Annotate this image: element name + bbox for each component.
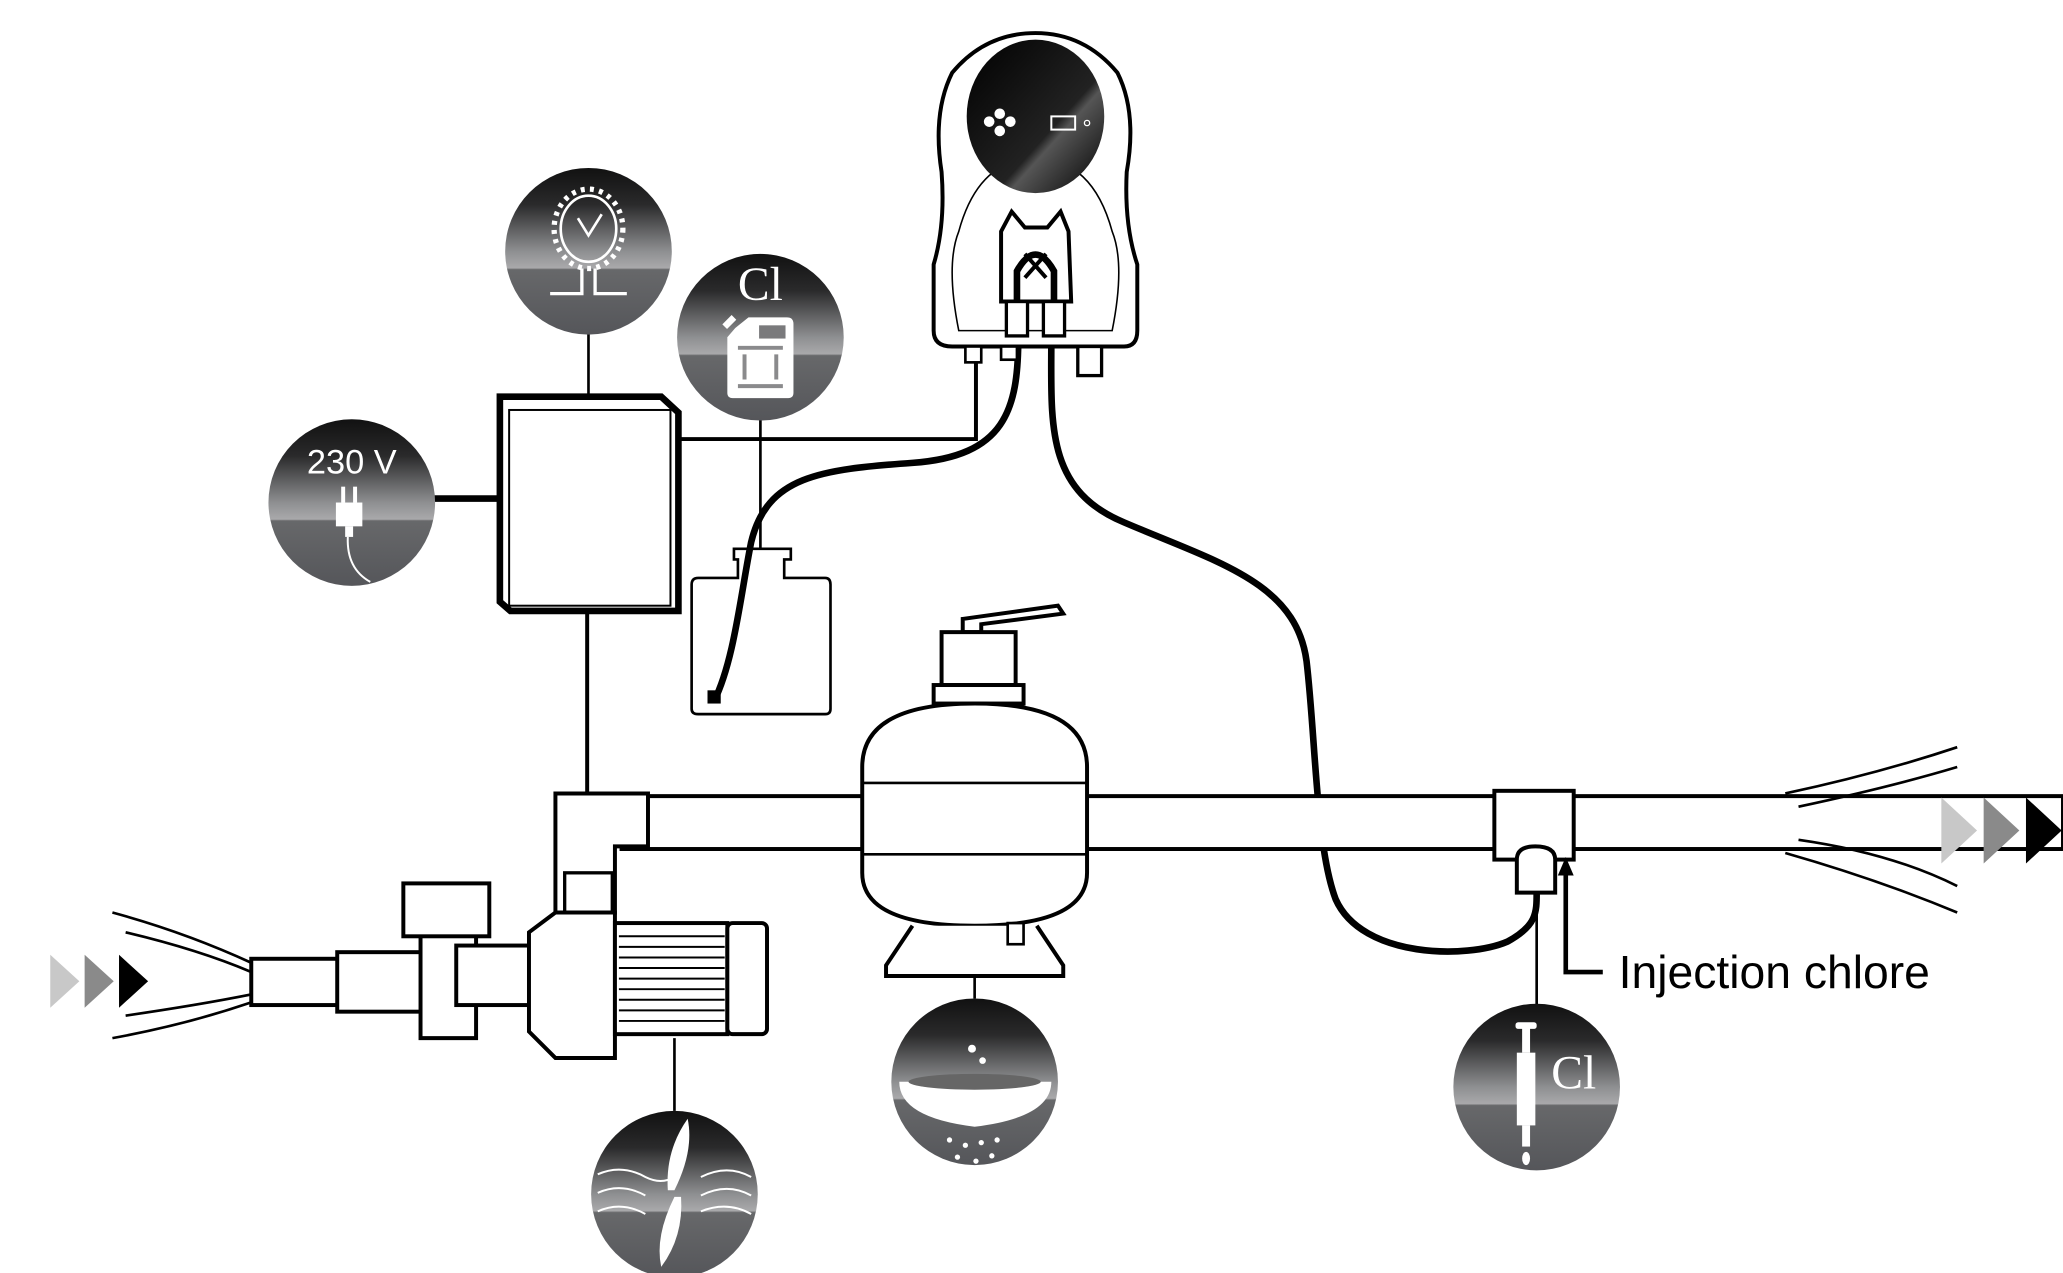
pump-badge <box>591 1110 758 1273</box>
signal-wires <box>432 330 1538 1111</box>
strainer-icon <box>899 1044 1052 1164</box>
chlorine-bottle <box>690 547 832 716</box>
power-label: 230 V <box>307 443 397 481</box>
injection-badge: Cl <box>1453 1003 1620 1171</box>
power-badge: 230 V <box>268 419 436 586</box>
chlorine-tank-badge: Cl <box>677 253 844 421</box>
outlet-flow-arrows <box>1941 797 2062 864</box>
injection-valve <box>1514 844 1558 895</box>
peristaltic-dosing-pump <box>931 31 1140 378</box>
injection-label: Injection chlore <box>1619 946 1930 998</box>
control-box <box>496 393 682 615</box>
jerrycan-icon <box>722 315 794 399</box>
propeller-icon <box>597 1118 752 1267</box>
syringe-icon <box>1515 1022 1537 1166</box>
power-plug-icon <box>335 486 371 583</box>
clock-icon <box>550 186 627 296</box>
chlorine-tank-label: Cl <box>738 259 783 311</box>
injection-callout: Injection chlore <box>1557 856 1930 998</box>
filter-badge <box>891 998 1058 1166</box>
prefilter-lid <box>401 881 492 939</box>
injection-badge-label: Cl <box>1551 1047 1596 1099</box>
circulation-pipe <box>553 745 2063 928</box>
timer-badge <box>505 167 672 335</box>
sand-filter <box>860 603 1090 978</box>
circulation-pump <box>112 881 769 1060</box>
display-screen <box>966 39 1105 194</box>
dosing-tubes <box>707 337 1540 955</box>
inlet-flow-arrows <box>50 954 149 1008</box>
